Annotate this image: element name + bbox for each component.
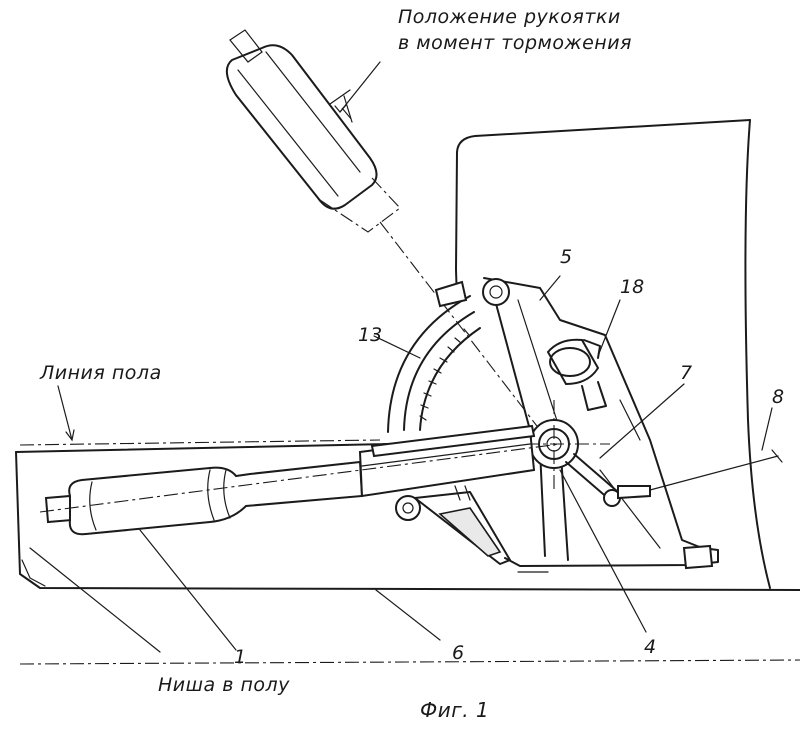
callout-5: 5 xyxy=(560,248,572,267)
handle-rest-position xyxy=(40,426,560,534)
callout-6: 6 xyxy=(452,644,464,663)
floor-line-label: Линия пола xyxy=(40,364,162,383)
callout-13: 13 xyxy=(358,326,382,345)
callout-8: 8 xyxy=(772,388,784,407)
toothed-sector xyxy=(388,282,480,432)
lower-bracket xyxy=(415,486,510,564)
callout-4: 4 xyxy=(644,638,656,657)
adjuster-assembly xyxy=(548,340,606,410)
callout-18: 18 xyxy=(620,278,644,297)
handle-position-label: Положение рукоятки xyxy=(398,8,621,27)
floor-marks xyxy=(518,546,712,572)
callout-1: 1 xyxy=(234,648,246,667)
floor-niche-label: Ниша в полу xyxy=(158,676,290,695)
handle-position-label-2: в момент торможения xyxy=(398,34,632,53)
callout-7: 7 xyxy=(680,364,692,383)
figure-caption: Фиг. 1 xyxy=(420,700,489,720)
handle-braking-position xyxy=(227,30,540,430)
